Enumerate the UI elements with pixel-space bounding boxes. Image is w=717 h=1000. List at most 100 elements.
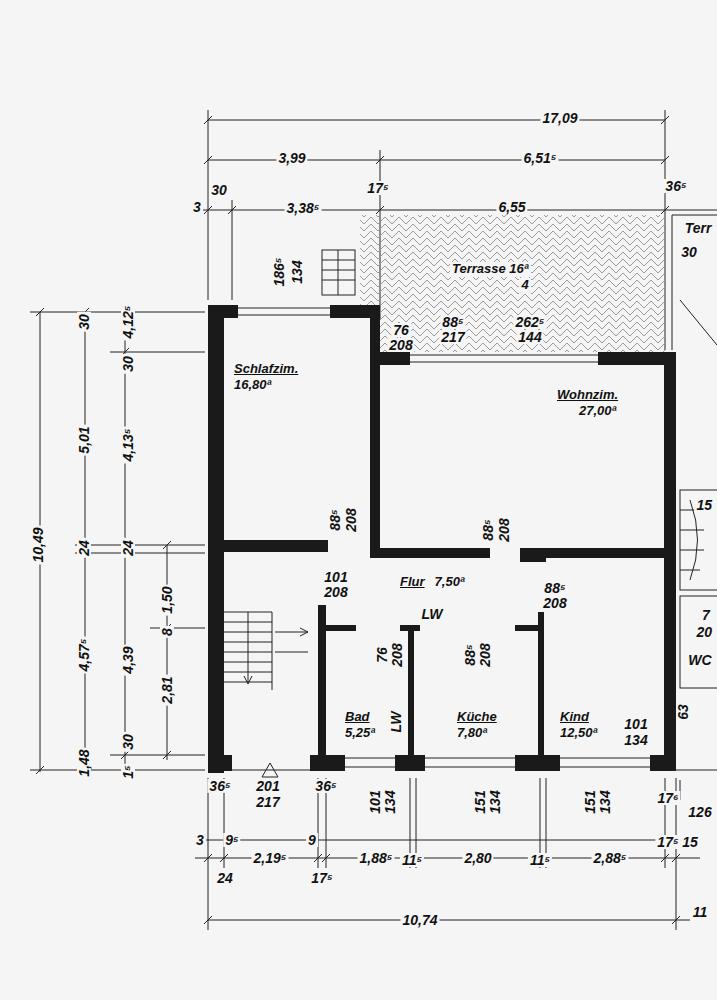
dimension-text: 208	[541, 596, 568, 610]
dimension-text: 88⁵	[481, 517, 495, 542]
dimension-text: 2,19⁵	[252, 851, 289, 865]
dimension-text: 88⁵	[440, 315, 465, 329]
dimension-text: 126	[686, 805, 713, 819]
dimension-text: 88⁵	[328, 507, 342, 532]
dimension-text: 4,12⁵	[121, 304, 135, 341]
room-area: 5,25ª	[343, 726, 377, 741]
dimension-text: 36⁵	[207, 779, 232, 793]
dimension-text: 208	[322, 585, 349, 599]
dimension-text: 24	[121, 538, 135, 558]
dimension-text: 134	[622, 733, 649, 747]
dimension-text: 24	[215, 871, 235, 885]
dimension-text: 262⁵	[513, 315, 546, 329]
dimension-text: 6,51⁵	[522, 151, 559, 165]
dimension-text: 4,39	[121, 644, 135, 675]
dimension-text: 17⁵	[655, 835, 680, 849]
dimension-text: 36⁵	[663, 179, 688, 193]
dimension-text: 3	[191, 200, 203, 214]
room-label: Terrasse 16ª4	[450, 262, 531, 293]
dimension-text: 186⁵	[272, 255, 286, 288]
dimension-text: 15	[680, 835, 700, 849]
room-label: Schlafzim.16,80ª	[232, 362, 300, 393]
dimension-text: 2,80	[462, 851, 493, 865]
dimension-text: 134	[488, 788, 502, 815]
room-label: Wohnzim.27,00ª	[555, 388, 620, 419]
room-name: Terrasse 16ª	[450, 262, 531, 277]
dimension-text: 208	[390, 641, 404, 668]
dimension-text: 17⁶	[655, 791, 680, 805]
dimension-text: Terr	[683, 221, 714, 235]
room-name: Kind	[558, 710, 591, 725]
dimension-text: 30	[209, 183, 229, 197]
room-label: Kind12,50ª	[558, 710, 599, 741]
room-name: Wohnzim.	[555, 388, 620, 403]
dimension-text: 30	[121, 354, 135, 374]
room-area: 7,80ª	[455, 726, 489, 741]
dimension-text: 10,49	[31, 525, 45, 564]
dimension-text: 101	[322, 570, 349, 584]
dimension-text: 151	[473, 788, 487, 815]
dimension-text: 7	[700, 608, 712, 622]
dimension-text: 208	[478, 641, 492, 668]
dimension-text: LW	[420, 607, 445, 621]
dimension-text: 11⁵	[400, 853, 424, 867]
dimension-text: 20	[694, 625, 714, 639]
dimension-text: LW	[389, 710, 403, 735]
neighbour-unit	[672, 215, 717, 800]
dimension-text: 8	[160, 626, 174, 638]
dimension-text: 208	[497, 516, 511, 543]
dimension-text: 30	[77, 312, 91, 332]
dimension-lines	[30, 110, 717, 930]
dimension-text: 15	[694, 498, 714, 512]
dimension-text: 1,48	[77, 747, 91, 778]
dimension-text: 1⁵	[121, 763, 135, 780]
dimension-text: 217	[439, 330, 466, 344]
room-label: Küche7,80ª	[455, 710, 499, 741]
dimension-text: 2,81	[160, 674, 174, 705]
dimension-text: 9⁵	[223, 833, 240, 847]
dimension-text: 3	[194, 833, 206, 847]
dimension-text: 151	[583, 788, 597, 815]
dimension-text: 3,38⁵	[285, 201, 322, 215]
dimension-text: WC	[686, 653, 713, 667]
dimension-text: 63	[676, 702, 690, 722]
room-label: Flur7,50ª	[398, 575, 467, 590]
walls	[208, 305, 676, 773]
dimension-text: 217	[254, 795, 281, 809]
room-area: 12,50ª	[558, 726, 599, 741]
dimension-text: 10,74	[400, 913, 439, 927]
dimension-text: 208	[344, 506, 358, 533]
windows	[232, 308, 650, 770]
staircase	[224, 250, 355, 777]
dimension-text: 4,57⁵	[77, 637, 91, 674]
dimension-text: 134	[290, 258, 304, 285]
dimension-text: 1,88⁵	[358, 851, 395, 865]
dimension-text: 6,55	[496, 200, 527, 214]
dimension-text: 2,88⁵	[592, 851, 629, 865]
dimension-text: 201	[254, 779, 281, 793]
dimension-text: 208	[387, 338, 414, 352]
dimension-text: 9	[306, 833, 318, 847]
room-name: Flur	[398, 575, 427, 590]
room-name: Schlafzim.	[232, 362, 300, 377]
dimension-text: 30	[121, 732, 135, 752]
dimension-text: 30	[679, 245, 699, 259]
dimension-text: 4,13⁵	[121, 427, 135, 464]
room-label: Bad5,25ª	[343, 710, 377, 741]
terrace-paving	[360, 215, 665, 352]
dimension-text: 144	[516, 330, 543, 344]
dimension-text: 5,01	[77, 424, 91, 455]
dimension-text: 88⁵	[542, 581, 567, 595]
dimension-text: 3,99	[276, 151, 307, 165]
dimension-text: 134	[383, 788, 397, 815]
dimension-text: 24	[77, 538, 91, 558]
dimension-text: 76	[391, 323, 411, 337]
room-name: Bad	[343, 710, 372, 725]
dimension-text: 36⁵	[313, 779, 338, 793]
dimension-text: 11	[691, 905, 710, 919]
dimension-text: 17⁵	[365, 181, 390, 195]
dimension-text: 17⁵	[309, 871, 334, 885]
room-area: 16,80ª	[232, 378, 273, 393]
